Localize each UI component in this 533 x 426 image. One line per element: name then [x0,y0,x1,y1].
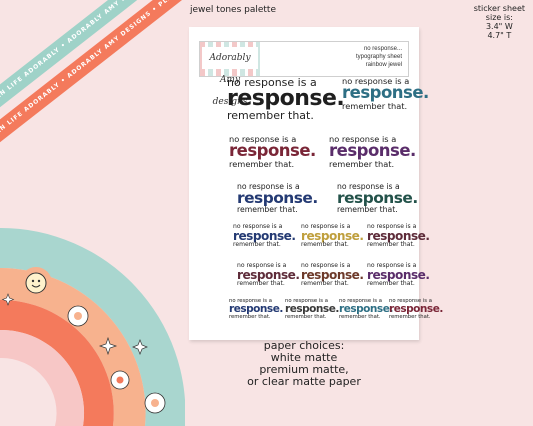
sticker-sheet: Adorably Amy designs no response... typo… [189,27,443,340]
palette-title: jewel tones palette [190,5,276,15]
daisy-icon [110,370,130,390]
daisy-icon [144,392,166,414]
smiley-flower-icon [20,267,52,299]
sparkle-icon [132,339,148,355]
sheet-header: Adorably Amy designs no response... typo… [199,41,409,107]
sparkle-icon [1,293,15,306]
paper-choices: paper choices: white matte premium matte… [247,339,361,388]
sheet-size-info: sticker sheet size is: 3.4" W 4.7" T [473,4,525,40]
header-info: no response... typography sheet rainbow … [355,46,402,68]
sparkle-icon [98,336,118,356]
brand-logo: Adorably Amy designs [202,47,258,107]
rainbow-illustration [0,228,185,426]
daisy-icon [67,305,89,327]
